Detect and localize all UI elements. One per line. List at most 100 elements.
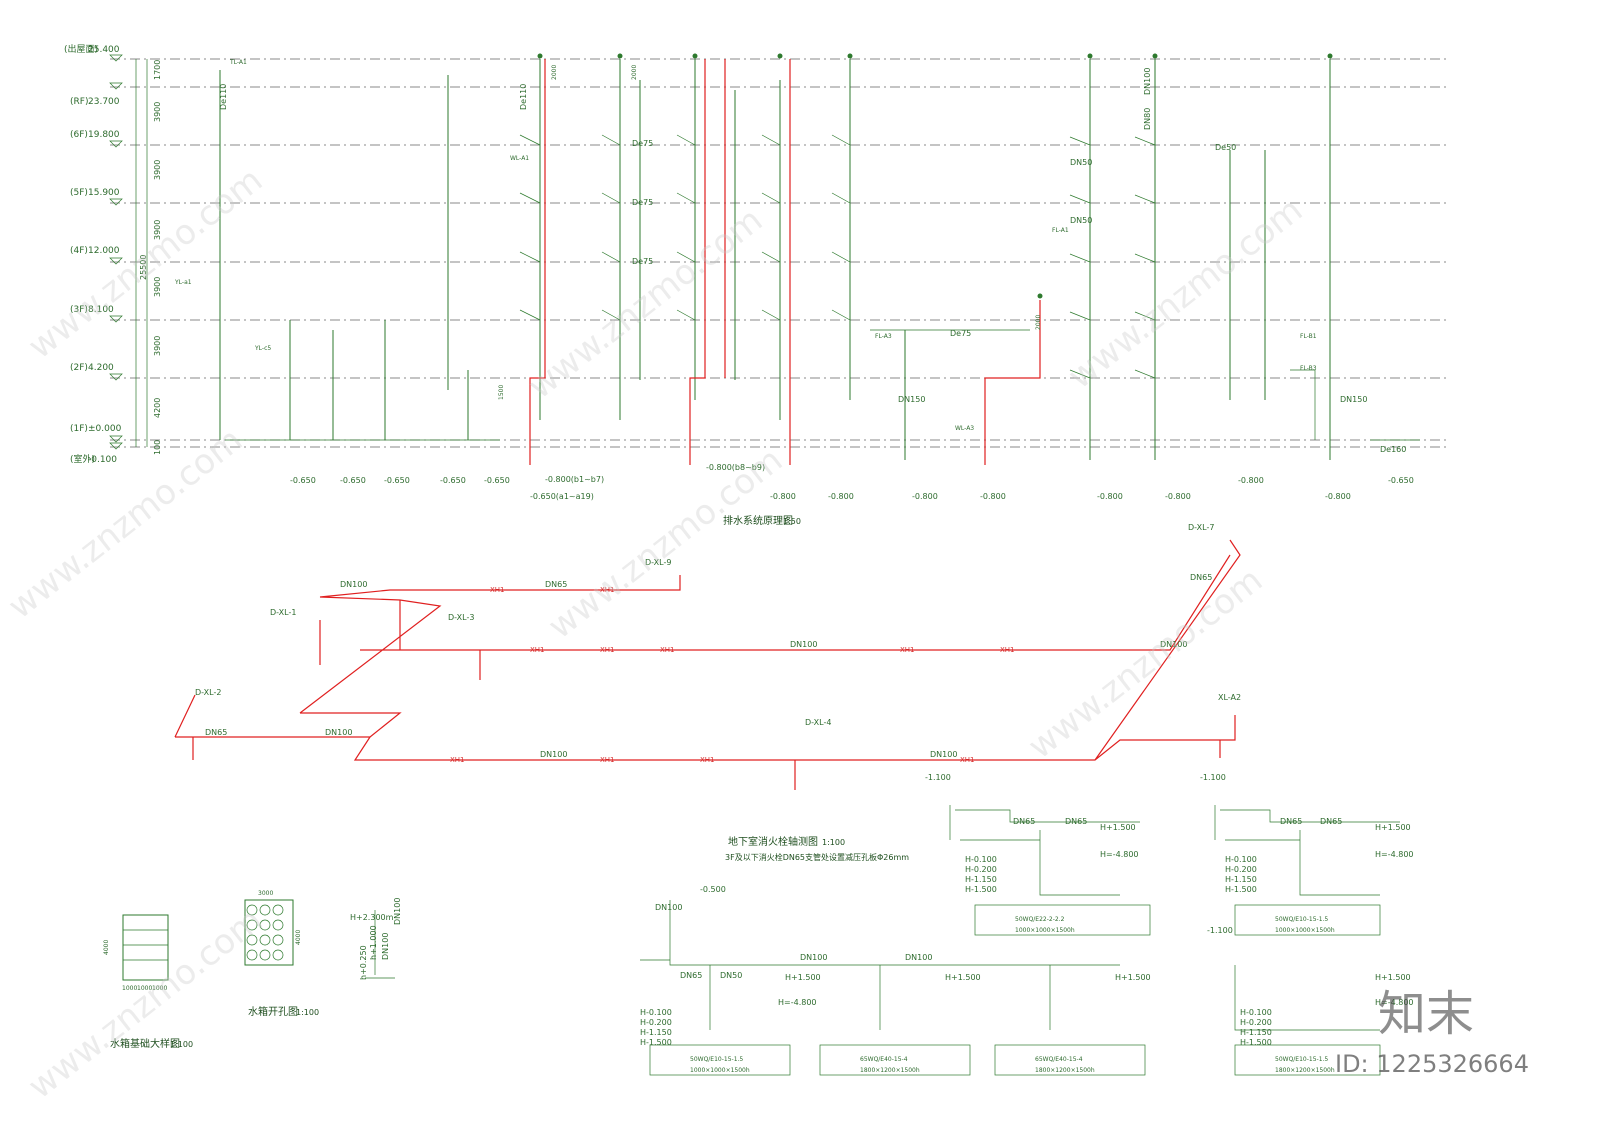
hydrant-note: 3F及以下消火栓DN65支管处设置减压孔板Φ26mm [725, 852, 909, 862]
level-outdoor-label: (室外) [70, 453, 95, 465]
outlet-note-a1a19: -0.650(a1~a19) [530, 492, 594, 501]
outlet-0650-a: -0.650 [290, 476, 316, 485]
red-risers [529, 59, 1041, 465]
pump-pipe-dn50-a: DN50 [720, 971, 742, 980]
watermark-id: ID: 1225326664 [1335, 1050, 1529, 1078]
dim-3900-e: 3900 [153, 336, 162, 356]
pump-pipe-dn65-d: DN65 [1320, 817, 1342, 826]
dim-2000-b: 2000 [631, 65, 638, 80]
level-6f-value: 19.800 [88, 130, 120, 140]
tank-plan-title: 水箱开孔图 [248, 1005, 298, 1018]
hydrant-dn65-c: DN65 [1190, 573, 1212, 582]
tank-dim-3000: 3000 [258, 890, 273, 897]
riser-tags: FL-A3 FL-A1 TL-A1 WL-A1 YL-a1 YL-c5 FL-B… [174, 59, 1317, 432]
label-de75-horizontal: De75 [950, 329, 971, 338]
riser-d-xl-2: D-XL-2 [195, 688, 221, 697]
riser-d-xl-3: D-XL-3 [448, 613, 474, 622]
hydrant-dn65-b: DN65 [205, 728, 227, 737]
hydrant-pipe-sizes: DN100 DN100 DN100 DN100 DN100 DN100 DN65… [205, 573, 1212, 759]
label-dn80: DN80 [1143, 108, 1152, 130]
level-roof-value: 25.400 [88, 45, 120, 55]
riser-d-xl-9: D-XL-9 [645, 558, 671, 567]
watermark-site-1: www.znzmo.com [21, 160, 270, 367]
pump-level-h1500-a: H-1.500 [965, 885, 997, 894]
outlet-0800-c: -0.800 [912, 492, 938, 501]
label-dn100: DN100 [1143, 68, 1152, 95]
pump-level-h0200-b: H-0.200 [1225, 865, 1257, 874]
spec-size-f: 1800×1200×1500h [1275, 1067, 1335, 1074]
riser-xl-a2: XL-A2 [1218, 693, 1241, 702]
firehydrant-diagram: XH1 XH1 XH1 XH1 XH1 XH1 XH1 XH1 XH1 XH1 … [174, 523, 1241, 862]
level-3f-label: (3F) [70, 305, 88, 315]
level-3f-value: 8.100 [88, 305, 114, 315]
dim-4200: 4200 [153, 398, 162, 418]
outlet-0650-b: -0.650 [340, 476, 366, 485]
label-de110: De110 [219, 84, 228, 110]
tag-fl-b3: FL-B3 [1300, 365, 1317, 372]
xh1-tag-11: XH1 [600, 586, 615, 594]
xh1-tag-7: XH1 [600, 756, 615, 764]
spec-size-d: 1800×1200×1500h [860, 1067, 920, 1074]
outlet-0800-h: -0.800 [1325, 492, 1351, 501]
hydrant-title: 地下室消火栓轴测图 [728, 835, 818, 848]
outlet-note-b8b9: -0.800(b8~b9) [706, 463, 765, 472]
hydrant-dn100-b: DN100 [540, 750, 567, 759]
spec-model-c: 50WQ/E10-15-1.5 [690, 1056, 743, 1063]
level-2f-label: (2F) [70, 363, 88, 373]
pump-level-h1150-a: H-1.150 [965, 875, 997, 884]
pump-pit-a: H=-4.800 [1100, 850, 1139, 859]
green-risers [219, 59, 1331, 460]
pump-pit-b: H=-4.800 [1375, 850, 1414, 859]
drainage-diagram: (出屋面) 25.400 (RF) 23.700 (6F) 19.800 (5F… [64, 43, 1450, 527]
level-6f-label: (6F) [70, 130, 88, 140]
pump-level-h1500-d: H-1.500 [1240, 1038, 1272, 1047]
label-dn50: DN50 [1070, 158, 1092, 167]
riser-d-xl-4: D-XL-4 [805, 718, 831, 727]
pump-mark-1100-c: -1.100 [1207, 926, 1233, 935]
pump-pipe-dn100-c: DN100 [905, 953, 932, 962]
pump-level-h1150-b: H-1.150 [1225, 875, 1257, 884]
hydrant-scale: 1:100 [822, 838, 845, 847]
xh1-tag-8: XH1 [700, 756, 715, 764]
label-dn150: DN150 [898, 395, 925, 404]
tank-level-h1000: h+1.000 [369, 925, 378, 960]
level-4f-value: 12.000 [88, 246, 120, 256]
tank-detail-title: 水箱基础大样图 [110, 1037, 180, 1050]
xh1-tag-10: XH1 [490, 586, 505, 594]
level-2f-value: 4.200 [88, 363, 114, 373]
pump-level-h0200-c: H-0.200 [640, 1018, 672, 1027]
dim-total: 25500 [139, 255, 148, 280]
outlet-0800-a: -0.800 [770, 492, 796, 501]
hydrant-dn100-e: DN100 [930, 750, 957, 759]
tank-pipe-dn100-a: DN100 [393, 898, 402, 925]
xh1-tags: XH1 XH1 XH1 XH1 XH1 XH1 XH1 XH1 XH1 XH1 … [450, 586, 1015, 764]
spec-size-c: 1000×1000×1500h [690, 1067, 750, 1074]
dim-3900-d: 3900 [153, 277, 162, 297]
level-5f-value: 15.900 [88, 188, 120, 198]
outlet-0800-b: -0.800 [828, 492, 854, 501]
hydrant-dn100-f: DN100 [1160, 640, 1187, 649]
tank-level-h0250: h+0.250 [359, 945, 368, 980]
dim-100: 100 [153, 440, 162, 455]
spec-size-b: 1000×1000×1500h [1275, 927, 1335, 934]
pump-top-f: H+1.500 [1375, 973, 1411, 982]
level-1f-label: (1F) [70, 424, 88, 434]
level-5f-label: (5F) [70, 188, 88, 198]
xh1-tag-9: XH1 [960, 756, 975, 764]
level-outdoor-value: -0.100 [88, 455, 117, 465]
pump-mark-1100-a: -1.100 [925, 773, 951, 782]
pump-top-c: H+1.500 [785, 973, 821, 982]
riser-d-xl-7: D-XL-7 [1188, 523, 1214, 532]
label-de110-b: De110 [519, 84, 528, 110]
outlet-0800-e: -0.800 [1097, 492, 1123, 501]
pump-top-a: H+1.500 [1100, 823, 1136, 832]
tag-fl-b1: FL-B1 [1300, 333, 1317, 340]
riser-top-dimensions: 2000 2000 2000 1500 [498, 53, 1333, 400]
pump-level-h0200-a: H-0.200 [965, 865, 997, 874]
label-de75: De75 [632, 139, 653, 148]
pump-top-d: H+1.500 [945, 973, 981, 982]
level-labels: (出屋面) 25.400 (RF) 23.700 (6F) 19.800 (5F… [64, 43, 123, 465]
tag-wl-a1: WL-A1 [510, 155, 529, 162]
spec-model-e: 65WQ/E40-15-4 [1035, 1056, 1083, 1063]
